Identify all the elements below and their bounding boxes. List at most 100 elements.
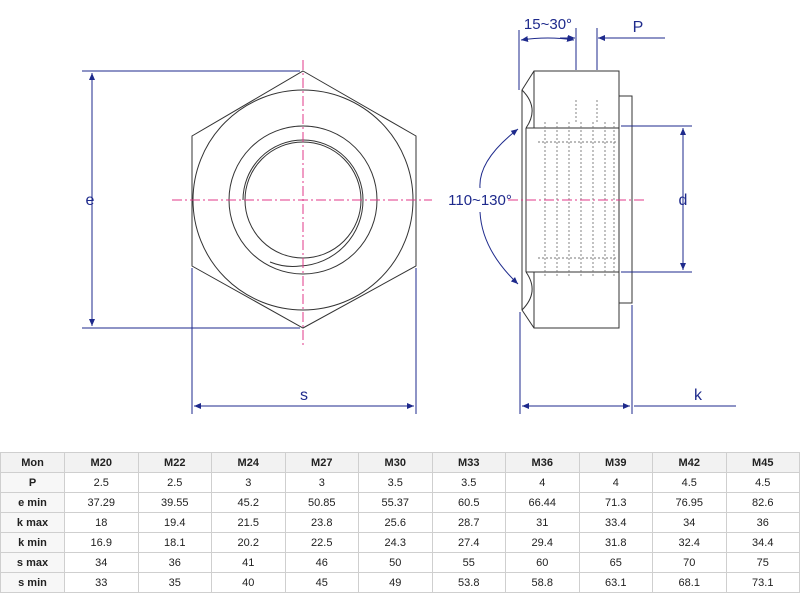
row-label: P — [0, 472, 65, 493]
table-cell: 23.8 — [284, 512, 359, 533]
dimension-s — [191, 268, 417, 414]
table-cell: 60 — [505, 552, 580, 573]
label-d: d — [679, 192, 688, 209]
table-cell: 3.5 — [431, 472, 506, 493]
table-cell: 28.7 — [431, 512, 506, 533]
table-cell: 65 — [578, 552, 653, 573]
table-header-cell: Mon — [0, 452, 65, 473]
table-cell: 75 — [725, 552, 800, 573]
table-cell: 18 — [64, 512, 139, 533]
table-cell: 60.5 — [431, 492, 506, 513]
table-cell: 63.1 — [578, 572, 653, 593]
table-cell: 18.1 — [137, 532, 212, 553]
table-cell: 68.1 — [652, 572, 727, 593]
label-e: e — [86, 192, 95, 209]
table-cell: 36 — [725, 512, 800, 533]
thread-spiral — [242, 139, 364, 267]
table-cell: 31 — [505, 512, 580, 533]
table-cell: 27.4 — [431, 532, 506, 553]
table-cell: 50.85 — [284, 492, 359, 513]
table-cell: 3 — [211, 472, 286, 493]
table-cell: 55.37 — [358, 492, 433, 513]
hex-nut-drawing: e s 15~30° — [82, 16, 736, 414]
hexagon-outline — [191, 70, 417, 329]
row-label: k min — [0, 532, 65, 553]
dimension-pitch — [560, 28, 665, 70]
table-cell: 36 — [137, 552, 212, 573]
table-cell: 37.29 — [64, 492, 139, 513]
table-cell: 39.55 — [137, 492, 212, 513]
front-centerlines — [172, 60, 432, 348]
table-row: P 2.5 2.5 3 3 3.5 3.5 4 4 4.5 4.5 — [0, 472, 800, 493]
table-cell: 32.4 — [652, 532, 727, 553]
table-cell: 2.5 — [64, 472, 139, 493]
dimension-k — [519, 305, 736, 414]
table-header-cell: M24 — [211, 452, 286, 473]
table-cell: 53.8 — [431, 572, 506, 593]
table-cell: 4 — [505, 472, 580, 493]
table-cell: 82.6 — [725, 492, 800, 513]
table-header-row: Mon M20 M22 M24 M27 M30 M33 M36 M39 M42 … — [0, 452, 800, 473]
row-label: k max — [0, 512, 65, 533]
table-cell: 50 — [358, 552, 433, 573]
dimension-d — [621, 125, 692, 273]
table-row: s max 34 36 41 46 50 55 60 65 70 75 — [0, 552, 800, 573]
table-header-cell: M39 — [578, 452, 653, 473]
table-cell: 29.4 — [505, 532, 580, 553]
row-label: e min — [0, 492, 65, 513]
table-cell: 35 — [137, 572, 212, 593]
table-cell: 33.4 — [578, 512, 653, 533]
label-angle-side: 110~130° — [448, 192, 512, 209]
table-header-cell: M22 — [137, 452, 212, 473]
table-header-cell: M20 — [64, 452, 139, 473]
table-cell: 22.5 — [284, 532, 359, 553]
table-cell: 45.2 — [211, 492, 286, 513]
table-header-cell: M33 — [431, 452, 506, 473]
table-cell: 40 — [211, 572, 286, 593]
table-cell: 25.6 — [358, 512, 433, 533]
table-cell: 70 — [652, 552, 727, 573]
table-cell: 2.5 — [137, 472, 212, 493]
top-face-arc — [521, 89, 533, 129]
table-cell: 3 — [284, 472, 359, 493]
table-row: s min 33 35 40 45 49 53.8 58.8 63.1 68.1… — [0, 572, 800, 593]
table-header-cell: M30 — [358, 452, 433, 473]
table-cell: 73.1 — [725, 572, 800, 593]
dimension-angle-side — [479, 128, 519, 285]
table-cell: 20.2 — [211, 532, 286, 553]
table-cell: 4.5 — [652, 472, 727, 493]
table-cell: 24.3 — [358, 532, 433, 553]
table-cell: 4 — [578, 472, 653, 493]
table-header-cell: M27 — [284, 452, 359, 473]
table-cell: 71.3 — [578, 492, 653, 513]
table-cell: 34 — [64, 552, 139, 573]
row-label: s min — [0, 572, 65, 593]
table-cell: 34.4 — [725, 532, 800, 553]
table-cell: 46 — [284, 552, 359, 573]
table-cell: 55 — [431, 552, 506, 573]
label-s: s — [300, 387, 308, 404]
label-angle-top: 15~30° — [524, 16, 572, 33]
table-header-cell: M42 — [652, 452, 727, 473]
table-cell: 33 — [64, 572, 139, 593]
table-row: k max 18 19.4 21.5 23.8 25.6 28.7 31 33.… — [0, 512, 800, 533]
table-cell: 58.8 — [505, 572, 580, 593]
spec-table: Mon M20 M22 M24 M27 M30 M33 M36 M39 M42 … — [0, 452, 800, 593]
dimension-e — [82, 70, 300, 329]
table-cell: 16.9 — [64, 532, 139, 553]
bottom-face-arc — [521, 271, 533, 311]
table-cell: 3.5 — [358, 472, 433, 493]
table-cell: 21.5 — [211, 512, 286, 533]
table-header-cell: M36 — [505, 452, 580, 473]
table-cell: 76.95 — [652, 492, 727, 513]
table-row: k min 16.9 18.1 20.2 22.5 24.3 27.4 29.4… — [0, 532, 800, 553]
label-k: k — [694, 387, 703, 404]
row-label: s max — [0, 552, 65, 573]
table-row: e min 37.29 39.55 45.2 50.85 55.37 60.5 … — [0, 492, 800, 513]
table-cell: 31.8 — [578, 532, 653, 553]
table-cell: 41 — [211, 552, 286, 573]
table-cell: 4.5 — [725, 472, 800, 493]
table-cell: 66.44 — [505, 492, 580, 513]
table-cell: 45 — [284, 572, 359, 593]
label-pitch: P — [633, 19, 644, 36]
